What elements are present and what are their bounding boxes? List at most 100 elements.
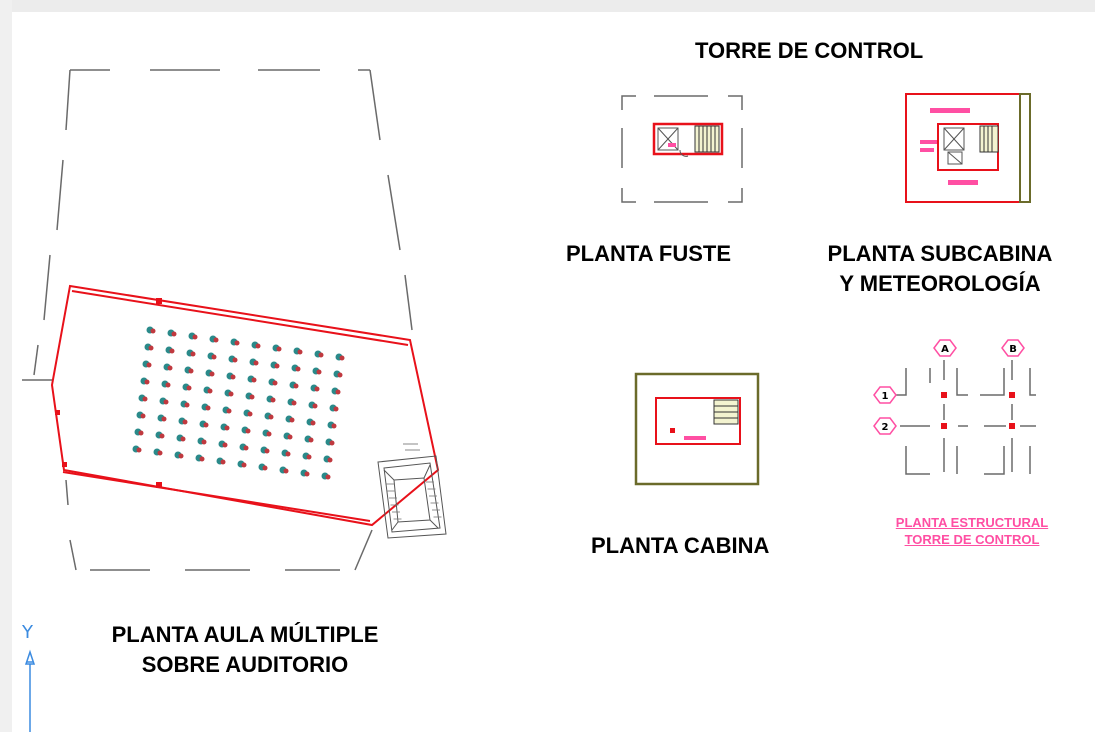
seat	[325, 438, 335, 446]
seat	[241, 426, 251, 434]
seat	[163, 363, 173, 371]
seat	[300, 469, 310, 477]
seat	[281, 449, 291, 457]
seat	[306, 418, 316, 426]
label-planta-subcabina-line2: Y METEOROLOGÍA	[839, 271, 1041, 296]
label-planta-estructural-line1: PLANTA ESTRUCTURAL	[895, 515, 1049, 530]
label-planta-aula-line1: PLANTA AULA MÚLTIPLE	[111, 622, 379, 647]
label-planta-aula-line2: SOBRE AUDITORIO	[141, 652, 349, 677]
auditorium-stair-core	[377, 455, 447, 539]
seat	[226, 372, 236, 380]
seat	[157, 414, 167, 422]
auditorium-stair-dashes	[403, 443, 420, 451]
label-planta-subcabina-line1: PLANTA SUBCABINA	[827, 241, 1053, 266]
planta-cabina-drawing	[634, 372, 760, 486]
seat	[132, 445, 142, 453]
seat	[327, 421, 337, 429]
grid-bubble-2	[873, 417, 897, 435]
seat	[153, 448, 163, 456]
seat	[321, 472, 331, 480]
grid-label-a: A	[941, 344, 949, 355]
seat	[312, 367, 322, 375]
seat	[323, 455, 333, 463]
seat	[270, 361, 280, 369]
structural-column-markers	[941, 392, 1015, 429]
seat	[308, 401, 318, 409]
seat	[287, 398, 297, 406]
label-planta-estructural: PLANTA ESTRUCTURAL TORRE DE CONTROL	[882, 514, 1062, 548]
planta-fuste-drawing	[621, 95, 743, 203]
seat	[329, 404, 339, 412]
seat	[245, 392, 255, 400]
label-planta-subcabina: PLANTA SUBCABINA Y METEOROLOGÍA	[800, 239, 1080, 299]
planta-estructural-drawing	[880, 360, 1036, 475]
seat	[335, 353, 345, 361]
planta-subcabina-drawing	[905, 93, 1031, 203]
seat	[243, 409, 253, 417]
seat	[247, 375, 257, 383]
ucs-icon	[24, 649, 36, 732]
seat	[176, 434, 186, 442]
seat	[161, 380, 171, 388]
seat	[266, 395, 276, 403]
seat	[142, 360, 152, 368]
seat	[167, 329, 177, 337]
grid-label-2: 2	[882, 422, 889, 433]
seat	[197, 437, 207, 445]
seat	[136, 411, 146, 419]
seat	[222, 406, 232, 414]
grid-bubble-a	[933, 339, 957, 357]
seat	[205, 369, 215, 377]
seat	[165, 346, 175, 354]
seat	[207, 352, 217, 360]
auditorium-seat-grid	[132, 326, 345, 480]
seat	[333, 370, 343, 378]
seat	[195, 454, 205, 462]
seat	[134, 428, 144, 436]
seat	[146, 326, 156, 334]
seat	[174, 451, 184, 459]
seat	[144, 343, 154, 351]
seat	[289, 381, 299, 389]
seat	[140, 377, 150, 385]
seat	[201, 403, 211, 411]
grid-label-1: 1	[882, 391, 889, 402]
title-torre-de-control: TORRE DE CONTROL	[695, 38, 924, 63]
seat	[293, 347, 303, 355]
seat	[260, 446, 270, 454]
seat	[203, 386, 213, 394]
ucs-y-label: Y	[22, 622, 33, 643]
seat	[302, 452, 312, 460]
seat	[264, 412, 274, 420]
seat	[268, 378, 278, 386]
grid-bubbles	[873, 339, 1025, 435]
label-planta-cabina: PLANTA CABINA	[591, 533, 770, 558]
seat	[184, 366, 194, 374]
seat	[239, 443, 249, 451]
seat	[188, 332, 198, 340]
auditorium-stair-treads	[386, 481, 442, 520]
auditorium-dashed-outline	[22, 69, 413, 571]
label-planta-estructural-line2: TORRE DE CONTROL	[904, 532, 1040, 547]
seat	[279, 466, 289, 474]
seat	[314, 350, 324, 358]
hall-red-posts	[55, 298, 162, 488]
seat	[138, 394, 148, 402]
grid-bubble-b	[1001, 339, 1025, 357]
seat	[199, 420, 209, 428]
label-planta-aula: PLANTA AULA MÚLTIPLE SOBRE AUDITORIO	[70, 620, 420, 680]
seat	[228, 355, 238, 363]
seat	[251, 341, 261, 349]
seat	[249, 358, 259, 366]
seat	[218, 440, 228, 448]
seat	[178, 417, 188, 425]
seat	[262, 429, 272, 437]
seat	[180, 400, 190, 408]
seat	[159, 397, 169, 405]
seat	[230, 338, 240, 346]
seat	[220, 423, 230, 431]
seat	[258, 463, 268, 471]
seat	[186, 349, 196, 357]
seat	[209, 335, 219, 343]
